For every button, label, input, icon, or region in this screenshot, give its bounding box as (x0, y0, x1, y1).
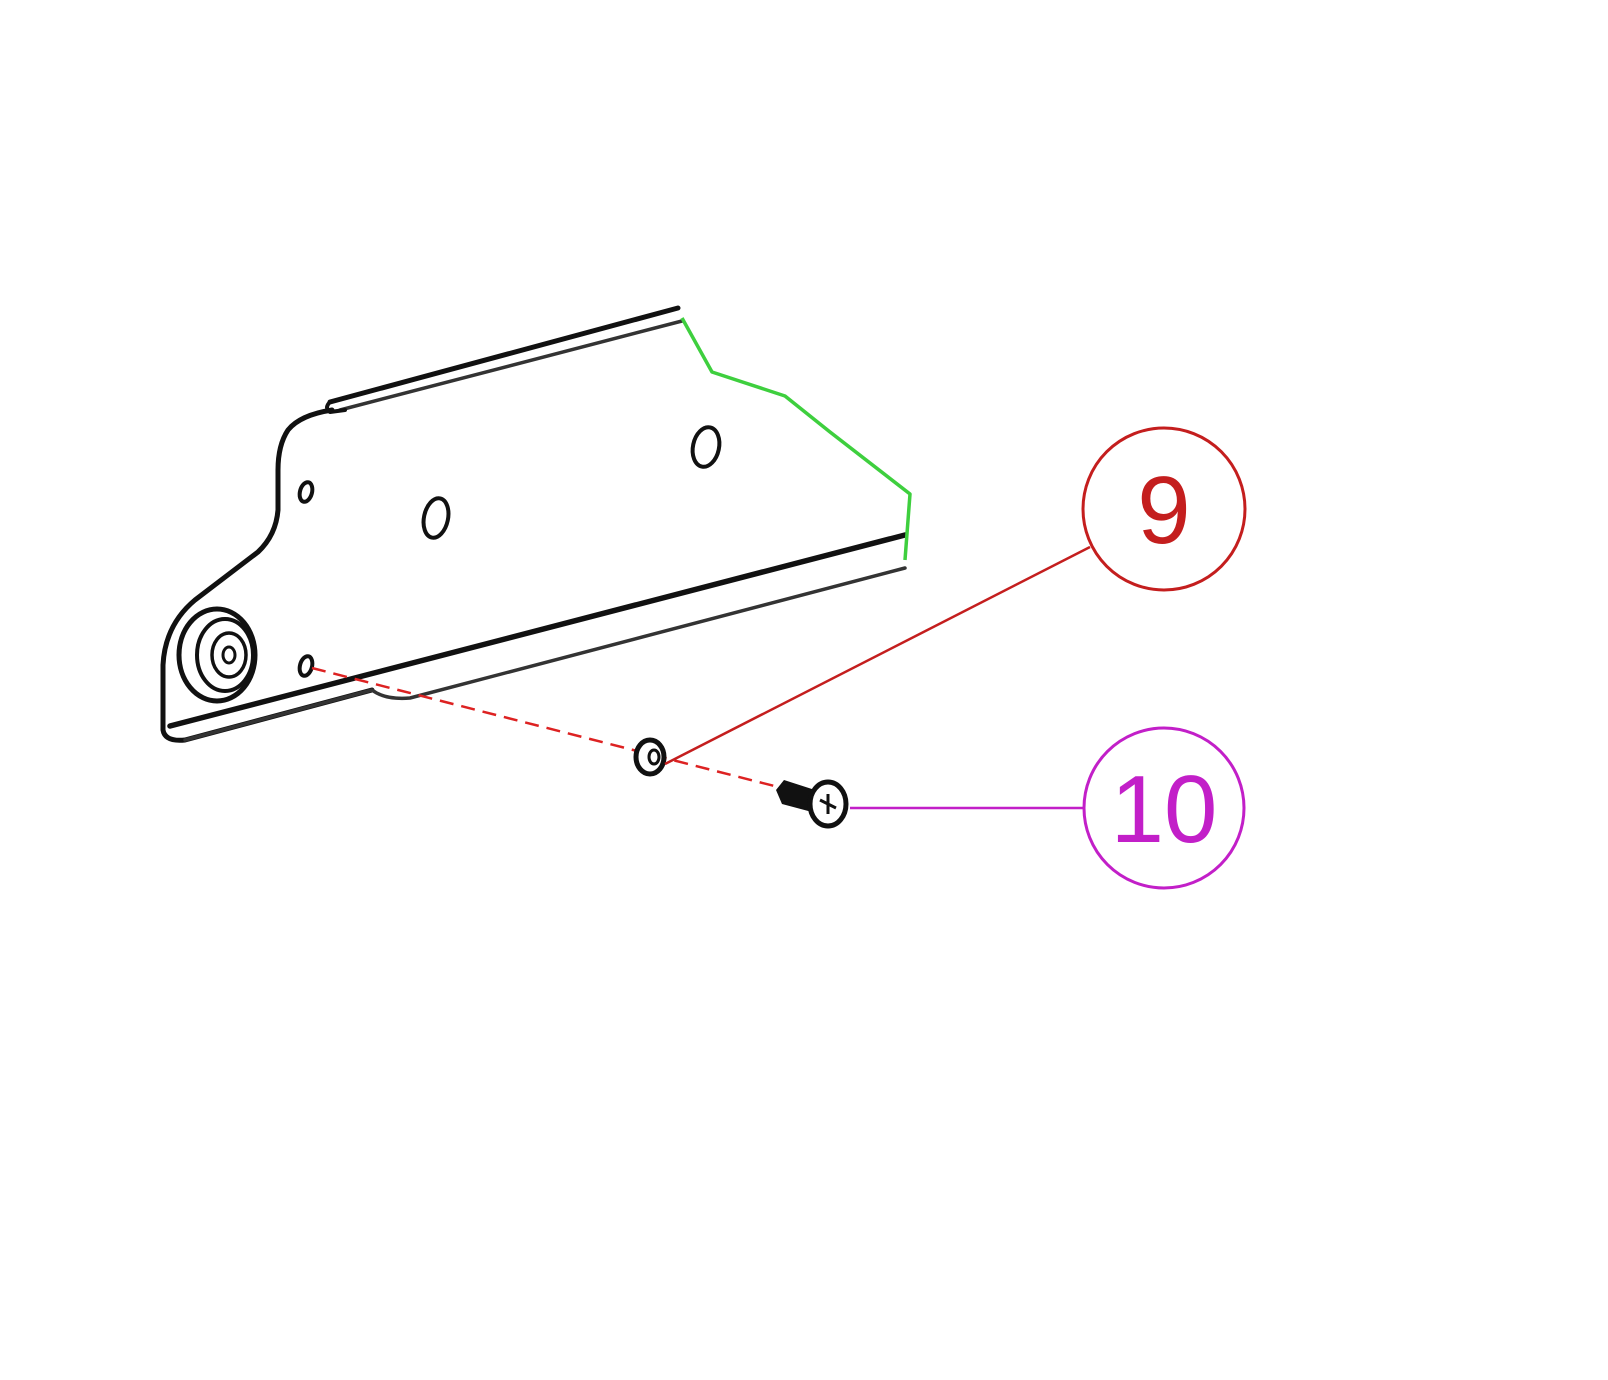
callout-9: 9 (1081, 426, 1247, 592)
bushing-part (633, 737, 667, 777)
callout-9-label: 9 (1137, 457, 1190, 564)
roller-wheel (176, 606, 258, 704)
bracket-part (160, 305, 908, 743)
cut-edge-line (680, 317, 912, 561)
leader-line-9 (664, 545, 1091, 766)
callout-10: 10 (1082, 726, 1246, 890)
assembly-axis-line (311, 666, 791, 792)
screw-part (776, 779, 849, 829)
callout-10-label: 10 (1111, 756, 1218, 863)
